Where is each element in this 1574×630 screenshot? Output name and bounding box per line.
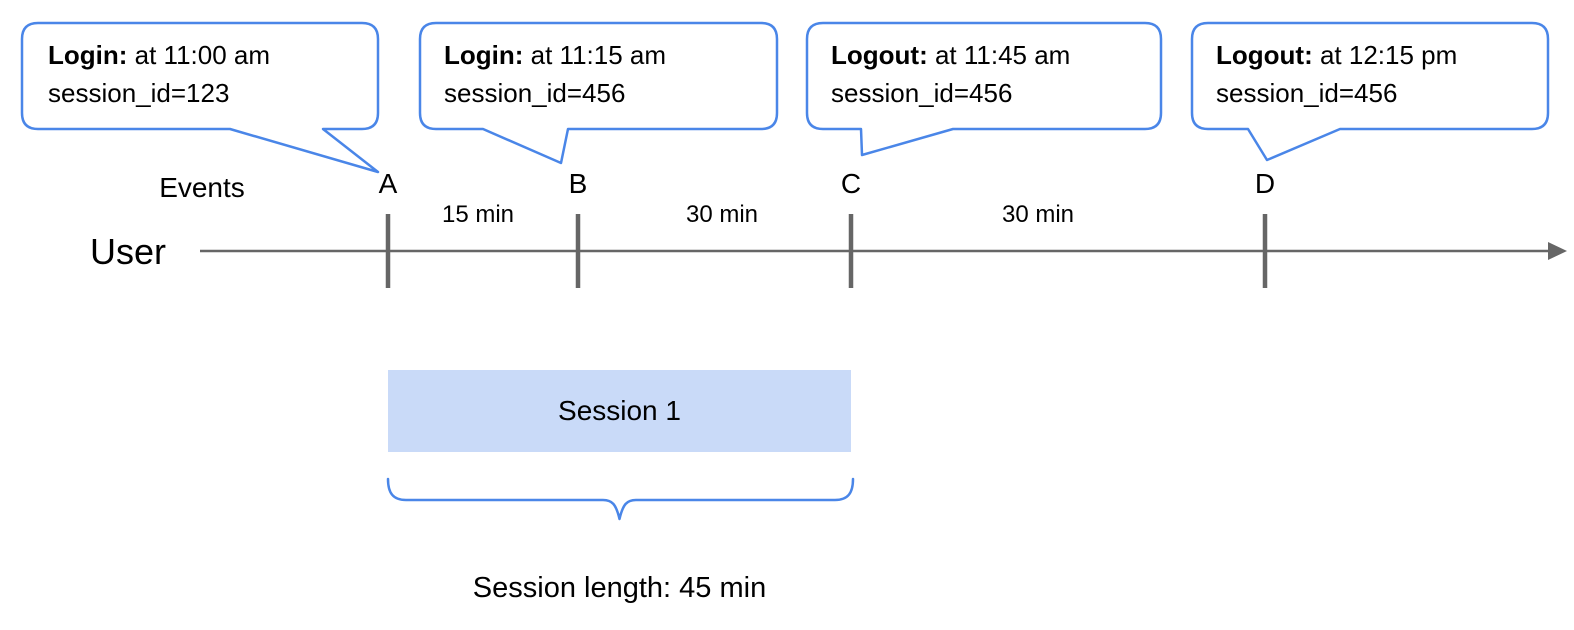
- session-box-label: Session 1: [558, 395, 681, 426]
- event-type-label: Login:: [48, 40, 128, 70]
- timeline-arrowhead-icon: [1548, 242, 1567, 260]
- session-length-label: Session length: 45 min: [472, 572, 767, 604]
- interval-label-cd: 30 min: [1001, 201, 1075, 228]
- event-callout-c: Logout: at 11:45 am session_id=456: [831, 36, 1070, 112]
- event-marker-a: A: [378, 168, 398, 199]
- event-type-label: Logout:: [831, 40, 928, 70]
- event-session-id: session_id=123: [48, 78, 230, 108]
- callout-bubble-c: [805, 21, 1163, 157]
- event-callout-d: Logout: at 12:15 pm session_id=456: [1216, 36, 1457, 112]
- event-time: at 11:15 am: [523, 40, 667, 70]
- callout-bubble-b: [418, 21, 779, 165]
- event-time: at 11:00 am: [127, 40, 271, 70]
- event-callout-a: Login: at 11:00 am session_id=123: [48, 36, 270, 112]
- events-label: Events: [159, 172, 245, 203]
- callout-bubble-d: [1190, 21, 1550, 162]
- callout-line1: Logout: at 11:45 am: [831, 36, 1070, 74]
- user-label: User: [90, 231, 167, 272]
- event-marker-c: C: [840, 168, 862, 199]
- event-time: at 11:45 am: [927, 40, 1071, 70]
- event-session-id: session_id=456: [444, 78, 626, 108]
- event-session-id: session_id=456: [831, 78, 1013, 108]
- event-callout-b: Login: at 11:15 am session_id=456: [444, 36, 666, 112]
- callout-line1: Logout: at 12:15 pm: [1216, 36, 1457, 74]
- callout-bubble-a: [20, 21, 380, 174]
- event-type-label: Logout:: [1216, 40, 1313, 70]
- event-session-id: session_id=456: [1216, 78, 1398, 108]
- event-marker-d: D: [1254, 168, 1276, 199]
- event-type-label: Login:: [444, 40, 524, 70]
- callout-line1: Login: at 11:00 am: [48, 36, 270, 74]
- session-brace: [386, 477, 855, 521]
- callout-line1: Login: at 11:15 am: [444, 36, 666, 74]
- interval-label-bc: 30 min: [685, 201, 759, 228]
- interval-label-ab: 15 min: [441, 201, 515, 228]
- session-box: Session 1: [388, 370, 851, 452]
- event-marker-b: B: [568, 168, 588, 199]
- event-time: at 12:15 pm: [1312, 40, 1458, 70]
